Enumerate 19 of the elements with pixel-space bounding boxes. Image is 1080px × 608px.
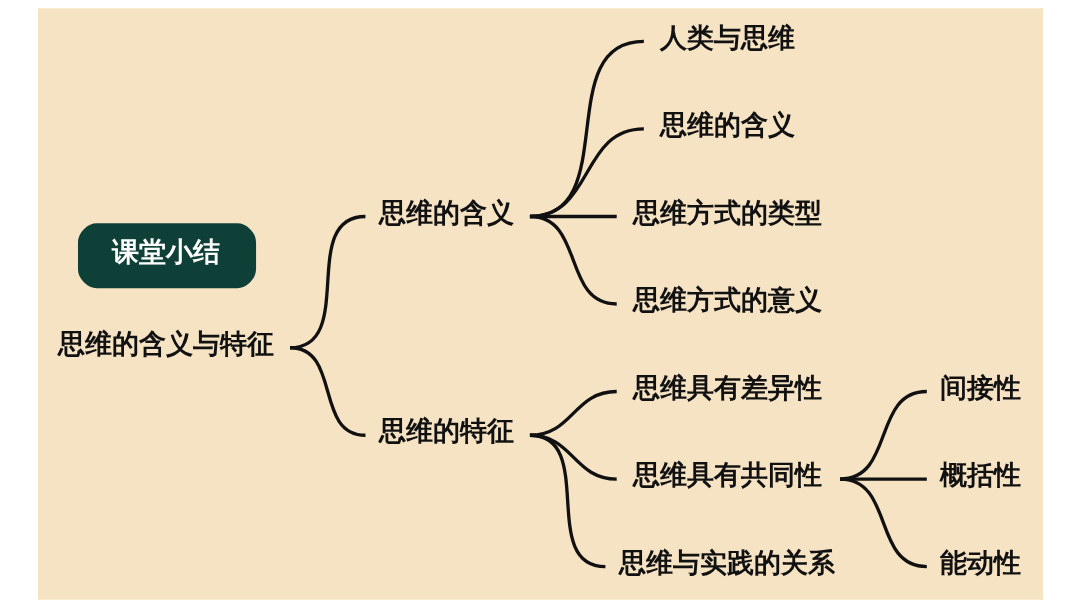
node-text: 思维与实践的关系 — [618, 546, 835, 578]
node-text: 间接性 — [939, 371, 1021, 403]
node-box: 课堂小结 — [77, 223, 256, 289]
node-text: 思维的含义与特征 — [57, 327, 274, 359]
node-text: 概括性 — [939, 459, 1021, 491]
node-text: 思维方式的类型 — [632, 196, 822, 228]
connector — [289, 346, 366, 437]
connector — [529, 389, 617, 437]
node-text: 思维的含义 — [659, 109, 795, 141]
node-text: 思维的含义 — [378, 196, 514, 228]
connector — [529, 433, 606, 569]
node-text: 思维具有共同性 — [632, 459, 822, 491]
node-text: 能动性 — [939, 546, 1021, 578]
node-text: 思维方式的意义 — [632, 284, 822, 316]
connector — [839, 477, 927, 569]
node-text: 思维具有差异性 — [632, 371, 822, 403]
connector — [529, 214, 617, 306]
node-text: 人类与思维 — [659, 21, 795, 53]
node-text: 思维的特征 — [378, 415, 514, 447]
